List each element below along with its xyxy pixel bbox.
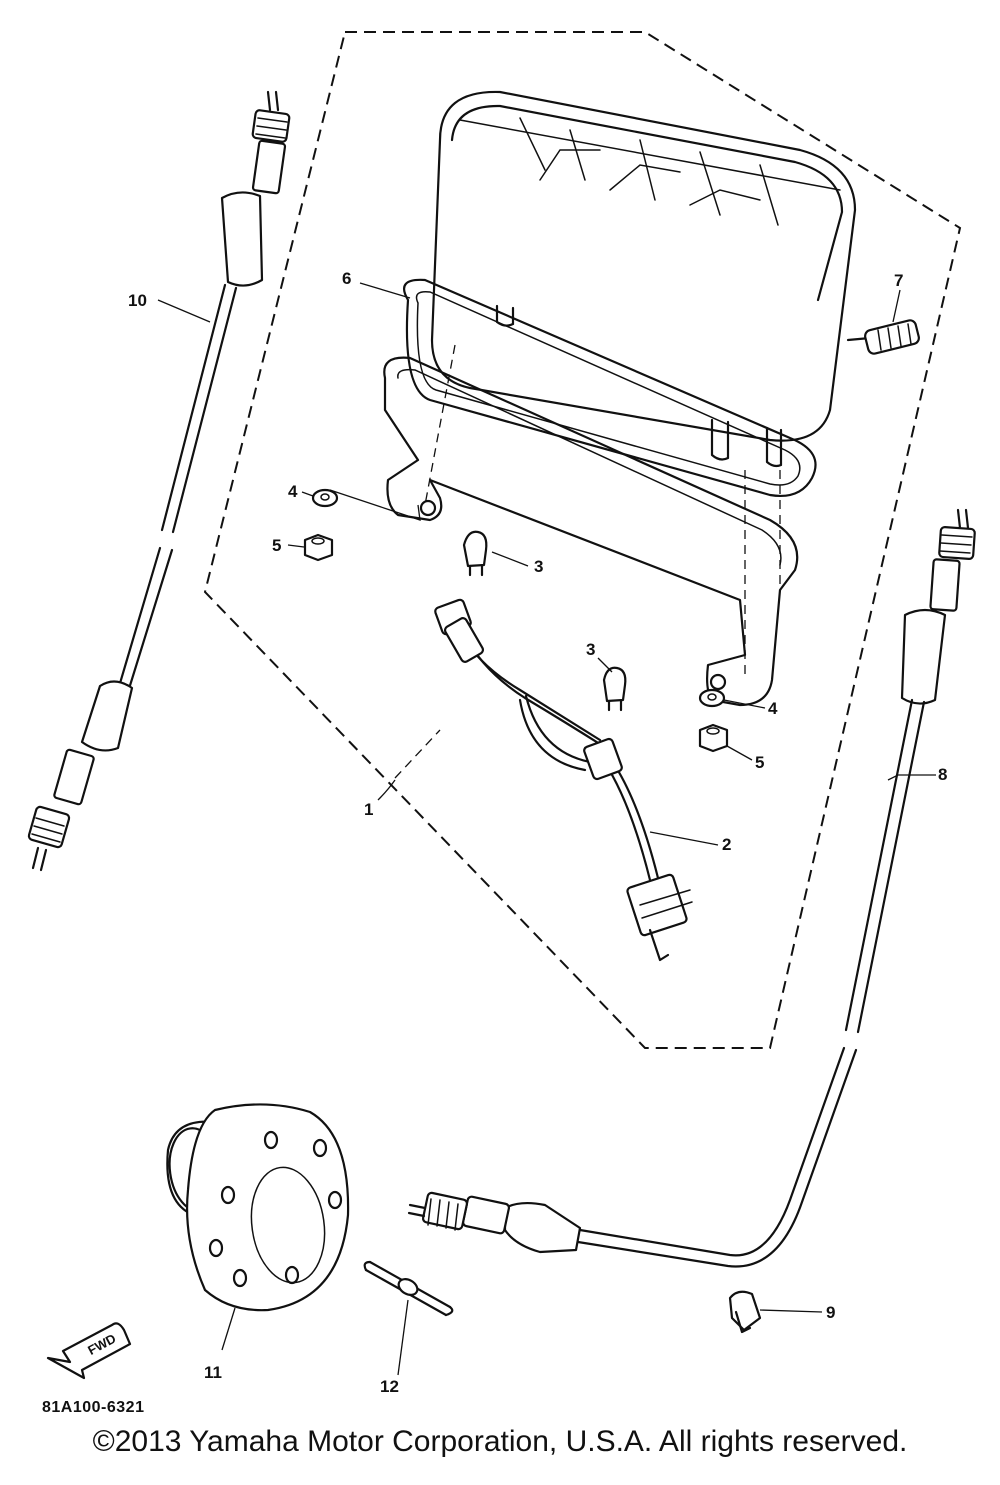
- speedometer-cable: [407, 508, 976, 1268]
- callout-11: 11: [204, 1363, 222, 1382]
- callout-9: 9: [826, 1303, 835, 1322]
- callout-4-left: 4: [288, 482, 298, 501]
- speedometer-gear-unit: [166, 1103, 350, 1312]
- leader-1-ext: [394, 729, 441, 779]
- copyright-notice: ©2013 Yamaha Motor Corporation, U.S.A. A…: [92, 1425, 908, 1458]
- leader-3b: [597, 657, 613, 673]
- washer-right: [698, 688, 726, 708]
- callout-6: 6: [342, 269, 351, 288]
- leader-6: [359, 282, 411, 299]
- meter-housing: [430, 90, 857, 468]
- bracket-stud-guide: [329, 489, 421, 521]
- callout-5-left: 5: [272, 536, 281, 555]
- leader-10: [157, 299, 211, 323]
- washer-left: [311, 488, 339, 508]
- callout-12: 12: [380, 1377, 399, 1396]
- leader-7: [892, 289, 901, 323]
- callout-4-right: 4: [768, 699, 778, 718]
- leader-5b: [726, 745, 753, 761]
- leader-4b: [723, 699, 766, 709]
- callout-3-upper: 3: [534, 557, 543, 576]
- leader-3a: [491, 551, 529, 567]
- wire-harness: [434, 598, 693, 962]
- leader-2: [649, 831, 719, 846]
- cable-clamp: [728, 1290, 762, 1334]
- leader-12: [397, 1299, 409, 1376]
- meter-gasket: [403, 278, 817, 497]
- projection-lines: [424, 344, 781, 675]
- bulb-lower: [602, 666, 627, 712]
- tachometer-cable: [27, 90, 291, 872]
- callout-2: 2: [722, 835, 731, 854]
- diagram-code: 81A100-6321: [42, 1399, 144, 1416]
- drive-pin: [363, 1260, 454, 1317]
- nut-left: [303, 533, 334, 562]
- callout-8: 8: [938, 765, 947, 784]
- leader-5a: [287, 544, 305, 548]
- leader-4a: [301, 491, 314, 497]
- leader-1: [377, 779, 396, 801]
- assembly-boundary: [203, 31, 962, 1049]
- meter-assembly-diagram: FWD 1 2 3 3 4 4 5 5 6 7 8 9 10 11 12: [27, 31, 976, 1416]
- forward-direction-arrow: FWD: [46, 1322, 132, 1380]
- callout-10: 10: [128, 291, 147, 310]
- callout-5-right: 5: [755, 753, 764, 772]
- callout-1: 1: [364, 800, 373, 819]
- leader-9: [759, 1309, 823, 1313]
- nut-right: [698, 723, 729, 753]
- leader-8: [887, 774, 936, 781]
- callout-7: 7: [894, 271, 903, 290]
- callout-3-lower: 3: [586, 640, 595, 659]
- bulb-upper: [462, 530, 488, 577]
- leader-11: [221, 1307, 236, 1351]
- trip-reset-knob: [846, 319, 920, 355]
